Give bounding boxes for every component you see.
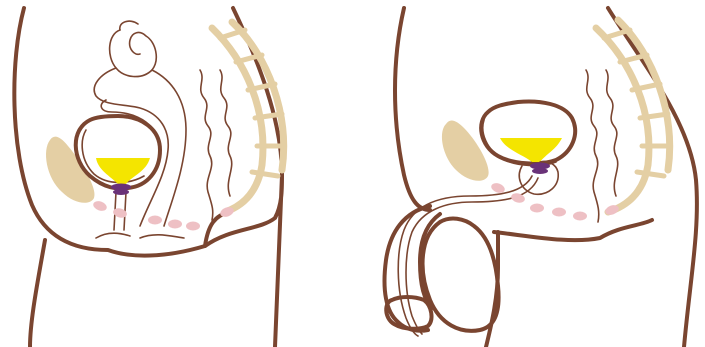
- female-perineum: [96, 233, 184, 238]
- male-urine: [500, 138, 562, 162]
- male-penis: [385, 206, 441, 331]
- female-sphincter: [111, 184, 131, 196]
- male-pelvic-floor-muscles: [490, 181, 620, 220]
- female-uterus: [94, 21, 186, 226]
- male-sphincter: [530, 163, 550, 175]
- male-rectum: [586, 70, 618, 222]
- male-pelvis-cross-section: [385, 8, 697, 347]
- female-pubic-bone: [46, 137, 95, 203]
- male-body-outline: [395, 8, 697, 347]
- female-pelvis-cross-section: [14, 8, 283, 347]
- female-spine: [212, 22, 284, 212]
- male-scrotum: [423, 219, 499, 331]
- male-bladder: [481, 102, 575, 166]
- female-rectum: [200, 70, 232, 220]
